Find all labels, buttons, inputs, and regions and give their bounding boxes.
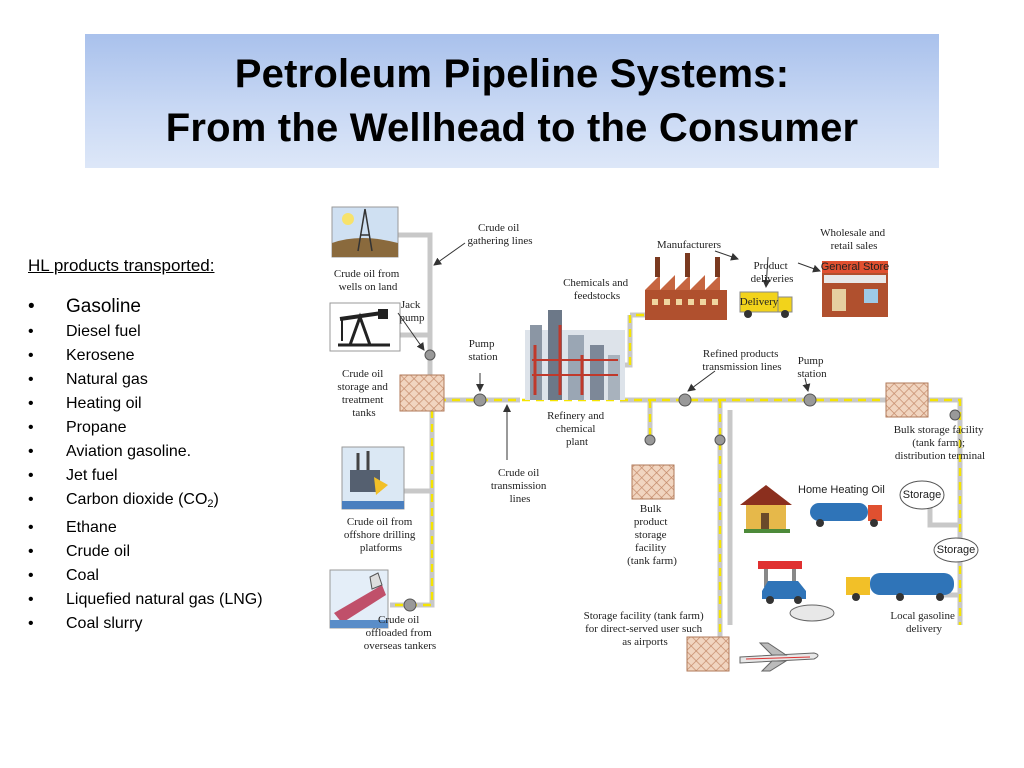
- label-storage-treatment: Crude oil storage and treatment tanks: [337, 368, 390, 419]
- airplane-icon: [739, 642, 819, 672]
- delivery-truck-icon: Delivery: [739, 291, 793, 318]
- label-pump-station-left: Pump station: [468, 338, 498, 363]
- label-airport-storage: Storage facility (tank farm) for direct-…: [584, 610, 707, 648]
- label-chemicals: Chemicals and feedstocks: [563, 277, 631, 302]
- list-item: Liquefied natural gas (LNG): [28, 588, 318, 612]
- truck-label: Delivery: [740, 296, 779, 308]
- list-item: Gasoline: [28, 294, 318, 320]
- bulk-storage-tank: [885, 382, 929, 418]
- tank-tag-2: Storage: [937, 544, 976, 556]
- valves: [403, 349, 961, 612]
- label-local-delivery: Local gasoline delivery: [890, 610, 957, 635]
- label-pump-station-right: Pump station: [797, 355, 827, 380]
- list-item: Carbon dioxide (CO2): [28, 488, 318, 516]
- label-tankers: Crude oil offloaded from overseas tanker…: [364, 614, 436, 652]
- label-bulk-storage-terminal: Bulk storage facility (tank farm); distr…: [894, 424, 987, 462]
- label-refinery: Refinery and chemical plant: [547, 410, 607, 448]
- general-store-icon: General Store: [821, 261, 889, 317]
- label-product-deliveries: Product deliveries: [751, 260, 794, 285]
- list-item: Crude oil: [28, 540, 318, 564]
- airport-storage-tank: [686, 636, 730, 672]
- list-item: Coal slurry: [28, 612, 318, 636]
- pipeline-diagram: Delivery General Store Storage Storage: [329, 206, 987, 672]
- products-list: Gasoline Diesel fuel Kerosene Natural ga…: [28, 294, 318, 636]
- factory-icon: [645, 253, 727, 320]
- label-jack-pump: Jack pump: [399, 299, 425, 324]
- offshore-platform-icon: [341, 446, 405, 510]
- list-item: Jet fuel: [28, 464, 318, 488]
- oil-truck-icon: [810, 503, 882, 527]
- label-refined-lines: Refined products transmission lines: [702, 348, 781, 373]
- crude-storage-tank: [399, 374, 445, 412]
- label-offshore: Crude oil from offshore drilling platfor…: [344, 516, 418, 554]
- label-home-heating: Home Heating Oil: [798, 484, 885, 496]
- list-item: Propane: [28, 416, 318, 440]
- label-wholesale: Wholesale and retail sales: [820, 227, 888, 252]
- list-item: Coal: [28, 564, 318, 588]
- title-banner: Petroleum Pipeline Systems: From the Wel…: [85, 34, 939, 168]
- title-line-2: From the Wellhead to the Consumer: [165, 106, 859, 150]
- list-item: Heating oil: [28, 392, 318, 416]
- oil-well-landscape-icon: [331, 206, 399, 258]
- gas-station-icon: [758, 561, 835, 622]
- label-bulk-product: Bulk product storage facility (tank farm…: [627, 503, 677, 567]
- diagram-labels: Crude oil gathering lines Crude oil from…: [334, 222, 987, 652]
- gasoline-tanker-truck-icon: [846, 573, 954, 601]
- refinery-icon: [525, 310, 625, 400]
- title-line-1: Petroleum Pipeline Systems:: [234, 52, 790, 96]
- list-item: Aviation gasoline.: [28, 440, 318, 464]
- list-item: Ethane: [28, 516, 318, 540]
- oil-tanker-icon: [329, 569, 389, 629]
- list-item: Natural gas: [28, 368, 318, 392]
- label-crude-transmission: Crude oil transmission lines: [491, 467, 549, 505]
- tank-tag-1: Storage: [903, 489, 942, 501]
- list-item: Kerosene: [28, 344, 318, 368]
- label-crude-gathering: Crude oil gathering lines: [467, 222, 532, 247]
- products-heading: HL products transported:: [28, 256, 215, 275]
- jack-pump-icon: [329, 302, 401, 352]
- store-sign: General Store: [821, 261, 889, 273]
- label-manufacturers: Manufacturers: [657, 239, 721, 251]
- annotation-arrows: [397, 242, 821, 460]
- label-wells-on-land: Crude oil from wells on land: [334, 268, 402, 293]
- house-icon: [740, 485, 792, 533]
- storage-tank-icon: Storage Storage: [899, 480, 979, 563]
- bulk-product-tank: [631, 464, 675, 500]
- list-item: Diesel fuel: [28, 320, 318, 344]
- co2-subscript: 2: [207, 498, 214, 510]
- products-panel: HL products transported: Gasoline Diesel…: [28, 256, 318, 636]
